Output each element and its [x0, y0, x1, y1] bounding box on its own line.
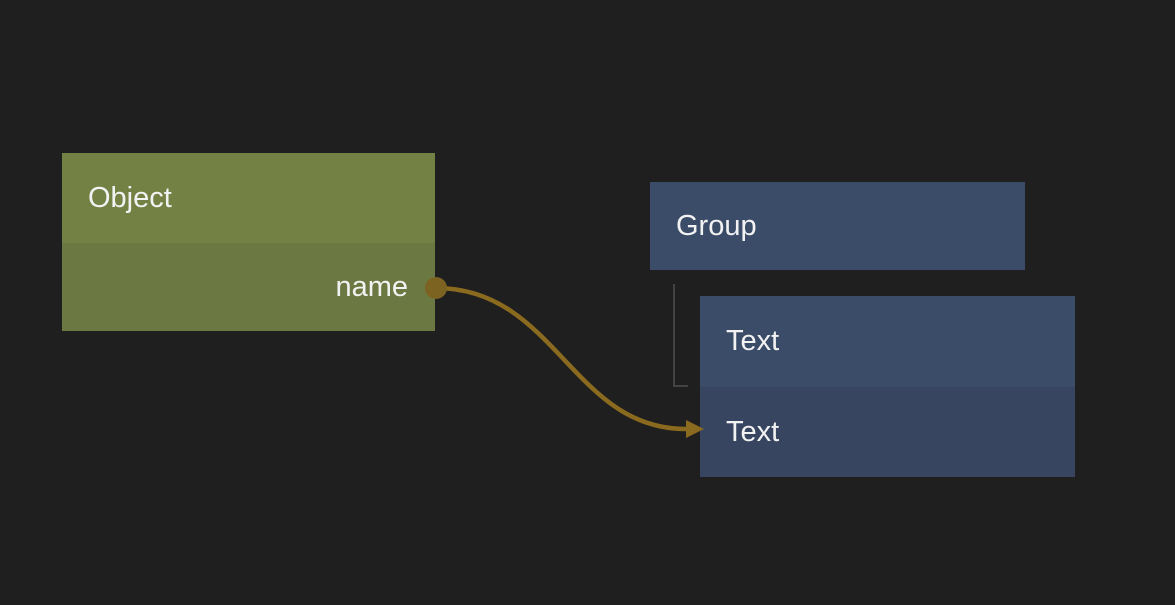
output-port-label: name	[335, 270, 408, 303]
node-text-title: Text	[726, 325, 780, 357]
node-group-title: Group	[676, 209, 757, 242]
node-object[interactable]: Object name	[62, 153, 435, 331]
node-text-header: Text	[700, 296, 1075, 387]
group-child-connector-line	[673, 284, 688, 387]
node-group-header: Group	[650, 182, 1025, 270]
node-group[interactable]: Group	[650, 182, 1025, 270]
node-object-title: Object	[88, 181, 172, 214]
node-text-input-row[interactable]: Text	[700, 387, 1075, 477]
node-text[interactable]: Text Text	[700, 296, 1075, 477]
connection-curve[interactable]	[433, 285, 690, 432]
node-object-body: name	[62, 243, 435, 331]
node-text-row-label: Text	[726, 415, 780, 448]
node-object-header: Object	[62, 153, 435, 243]
